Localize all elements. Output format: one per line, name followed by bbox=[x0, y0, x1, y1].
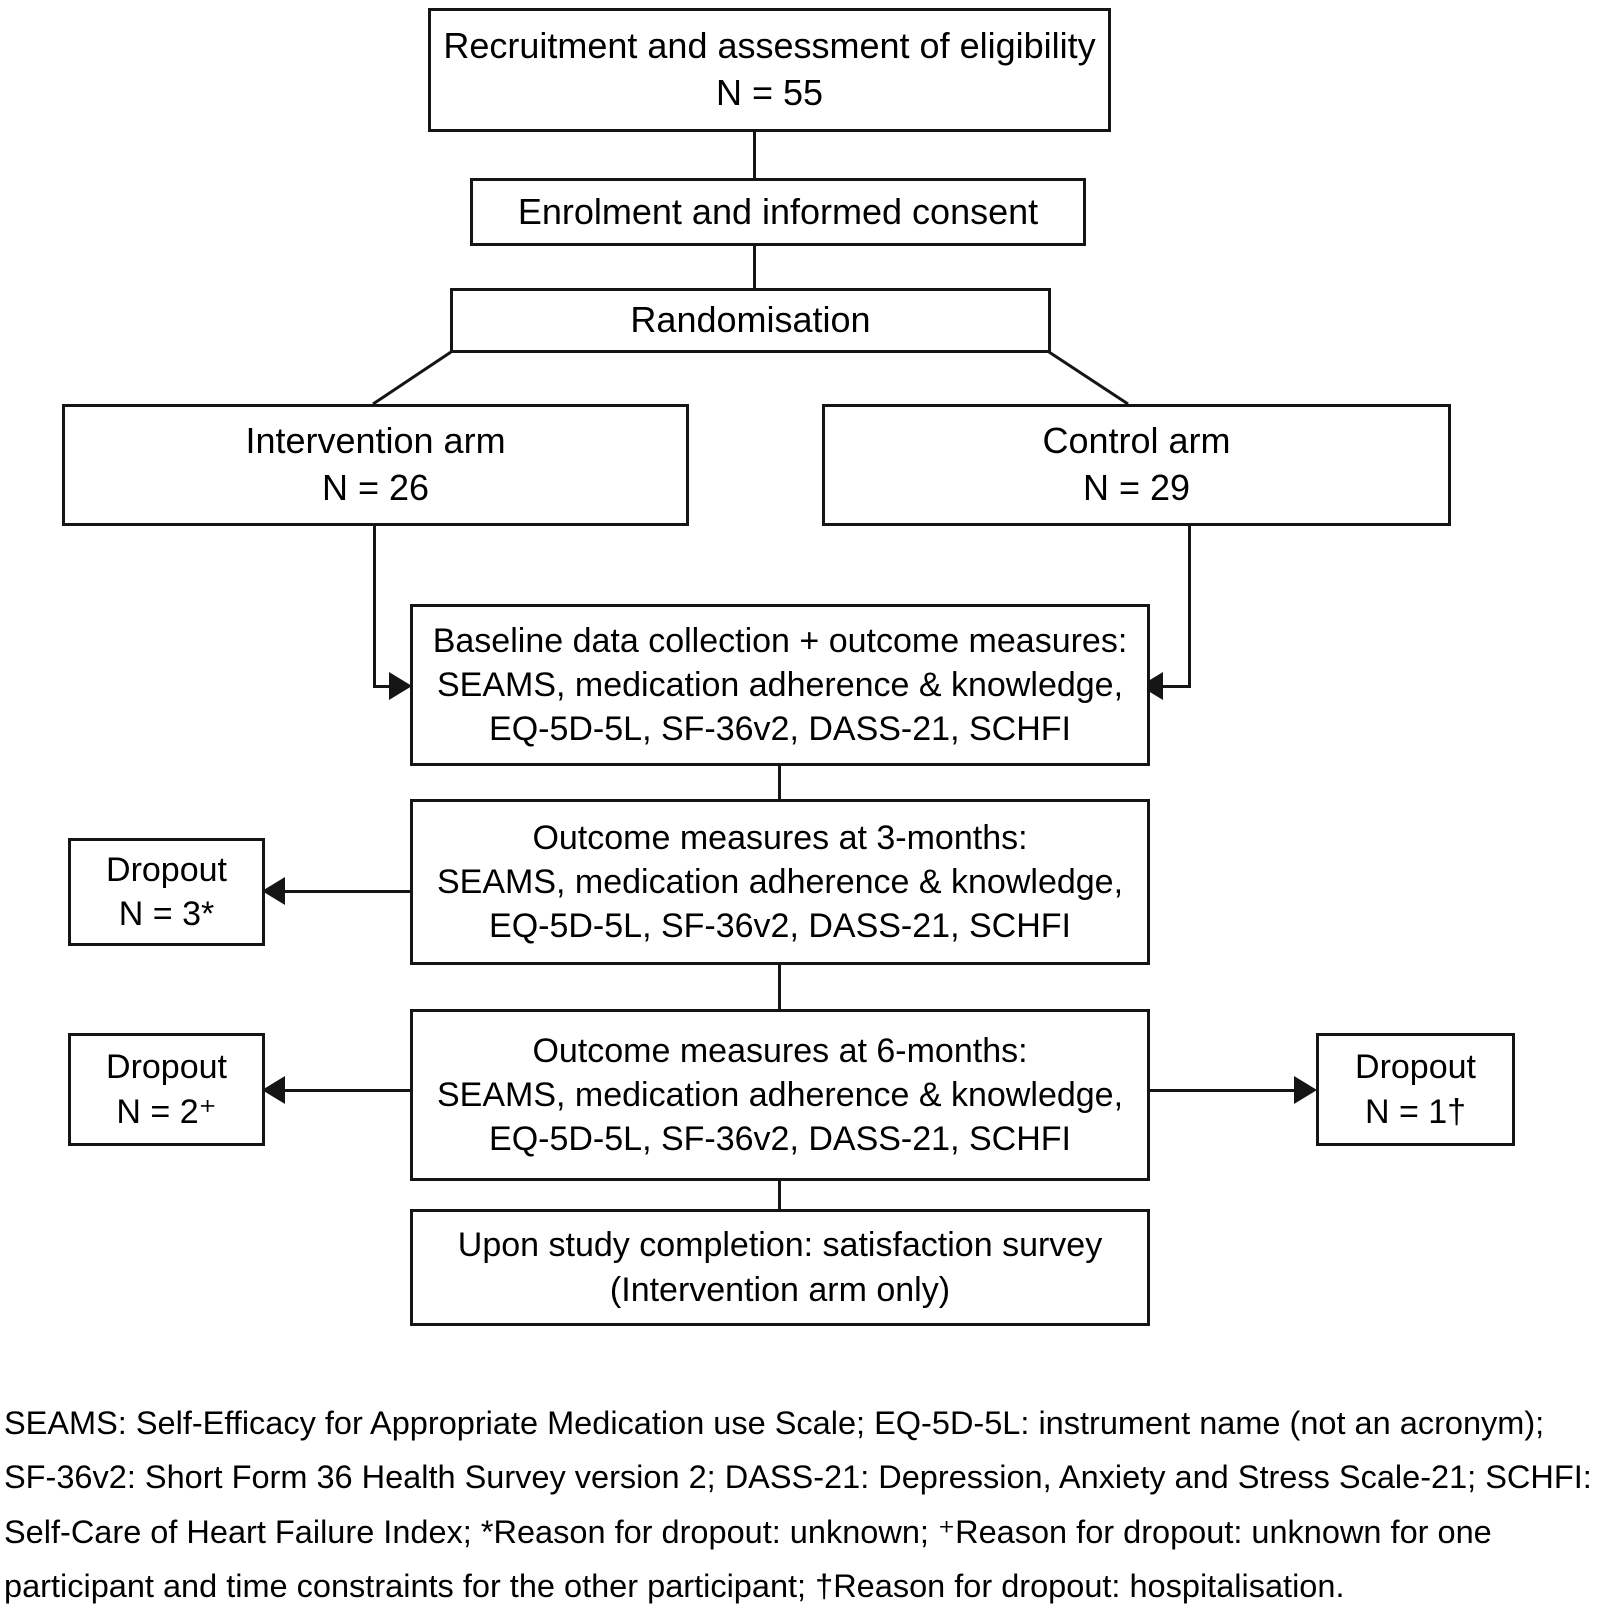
connector-6months-to-right-dropout bbox=[1150, 1089, 1298, 1092]
footnote-line-4: participant and time constraints for the… bbox=[4, 1567, 1345, 1604]
node-dropout-3-months-label: Dropout bbox=[106, 850, 227, 889]
node-study-completion-line1: Upon study completion: satisfaction surv… bbox=[457, 1226, 1103, 1265]
node-baseline-data-collection: Baseline data collection + outcome measu… bbox=[410, 604, 1150, 766]
footnote-line-2: SF-36v2: Short Form 36 Health Survey ver… bbox=[4, 1459, 1592, 1496]
node-study-completion-line2: (Intervention arm only) bbox=[609, 1270, 951, 1309]
arrowhead-intervention-to-baseline bbox=[389, 672, 412, 700]
footnote-line-1: SEAMS: Self-Efficacy for Appropriate Med… bbox=[4, 1405, 1545, 1441]
node-dropout-3-months: Dropout N = 3* bbox=[68, 838, 265, 946]
node-intervention-arm-line1: Intervention arm bbox=[245, 420, 506, 462]
node-enrolment: Enrolment and informed consent bbox=[470, 178, 1086, 246]
connector-baseline-to-3months bbox=[778, 764, 781, 801]
arrowhead-6months-to-left-dropout bbox=[262, 1076, 285, 1104]
node-recruitment: Recruitment and assessment of eligibilit… bbox=[428, 8, 1111, 132]
node-randomisation-line1: Randomisation bbox=[630, 299, 871, 341]
footnote-legend: SEAMS: Self-Efficacy for Appropriate Med… bbox=[4, 1396, 1602, 1613]
node-recruitment-count: N = 55 bbox=[715, 72, 824, 113]
node-study-completion: Upon study completion: satisfaction surv… bbox=[410, 1209, 1150, 1326]
connector-3months-to-6months bbox=[778, 963, 781, 1011]
node-baseline-line3: EQ-5D-5L, SF-36v2, DASS-21, SCHFI bbox=[489, 710, 1071, 749]
connector-6months-to-completion bbox=[778, 1179, 781, 1211]
node-outcome-3-months-line1: Outcome measures at 3-months: bbox=[532, 818, 1028, 857]
node-baseline-line2: SEAMS, medication adherence & knowledge, bbox=[436, 665, 1124, 704]
node-dropout-6-months-right-label: Dropout bbox=[1355, 1048, 1476, 1087]
connector-recruitment-to-enrolment bbox=[753, 130, 756, 180]
node-control-arm-count: N = 29 bbox=[1082, 467, 1191, 508]
connector-intervention-down bbox=[373, 524, 376, 687]
node-dropout-6-months-right-count: N = 1† bbox=[1364, 1092, 1467, 1131]
connector-control-to-baseline bbox=[1163, 685, 1191, 688]
node-control-arm: Control arm N = 29 bbox=[822, 404, 1451, 526]
node-outcome-3-months: Outcome measures at 3-months: SEAMS, med… bbox=[410, 799, 1150, 965]
node-dropout-6-months-left-count: N = 2⁺ bbox=[116, 1092, 217, 1131]
node-outcome-3-months-line3: EQ-5D-5L, SF-36v2, DASS-21, SCHFI bbox=[489, 907, 1071, 946]
node-baseline-line1: Baseline data collection + outcome measu… bbox=[432, 621, 1128, 660]
arrowhead-3months-to-dropout bbox=[262, 877, 285, 905]
node-outcome-6-months-line2: SEAMS, medication adherence & knowledge, bbox=[436, 1075, 1124, 1114]
node-outcome-6-months-line3: EQ-5D-5L, SF-36v2, DASS-21, SCHFI bbox=[489, 1120, 1071, 1159]
node-dropout-3-months-count: N = 3* bbox=[118, 895, 215, 933]
node-recruitment-line1: Recruitment and assessment of eligibilit… bbox=[443, 25, 1096, 67]
connector-3months-to-dropout bbox=[283, 890, 411, 893]
node-outcome-3-months-line2: SEAMS, medication adherence & knowledge, bbox=[436, 862, 1124, 901]
node-randomisation: Randomisation bbox=[450, 288, 1051, 353]
arrowhead-6months-to-right-dropout bbox=[1294, 1076, 1317, 1104]
connector-control-down bbox=[1188, 524, 1191, 687]
node-intervention-arm-count: N = 26 bbox=[321, 467, 430, 508]
footnote-line-3: Self-Care of Heart Failure Index; *Reaso… bbox=[4, 1513, 1492, 1550]
connector-6months-to-left-dropout bbox=[283, 1089, 411, 1092]
node-enrolment-line1: Enrolment and informed consent bbox=[517, 190, 1039, 232]
node-intervention-arm: Intervention arm N = 26 bbox=[62, 404, 689, 526]
node-control-arm-line1: Control arm bbox=[1042, 420, 1231, 462]
node-outcome-6-months-line1: Outcome measures at 6-months: bbox=[532, 1031, 1028, 1070]
node-dropout-6-months-left-label: Dropout bbox=[106, 1048, 227, 1087]
connector-intervention-to-baseline bbox=[373, 685, 398, 688]
node-outcome-6-months: Outcome measures at 6-months: SEAMS, med… bbox=[410, 1009, 1150, 1181]
node-dropout-6-months-left: Dropout N = 2⁺ bbox=[68, 1033, 265, 1146]
connector-enrolment-to-randomisation bbox=[753, 244, 756, 290]
node-dropout-6-months-right: Dropout N = 1† bbox=[1316, 1033, 1515, 1146]
